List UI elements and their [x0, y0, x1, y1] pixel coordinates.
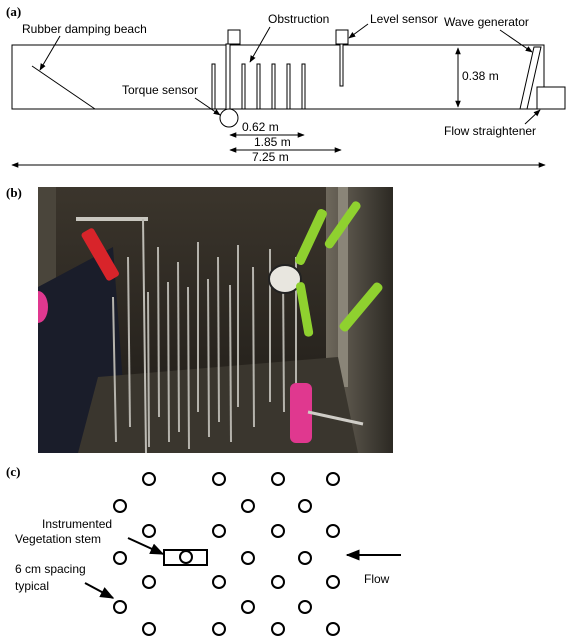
- torque-sensor-mount: [227, 29, 241, 45]
- flow-straightener-arrow: [524, 109, 541, 125]
- spacing-label-line2: typical: [15, 579, 49, 593]
- obstruction-stem: [256, 63, 261, 110]
- instrumented-stem-arrow: [127, 537, 165, 555]
- flume-length-label: 7.25 m: [252, 150, 289, 164]
- photo-red-clamp: [81, 228, 119, 281]
- stem-circle: [142, 472, 156, 486]
- stem-circle: [326, 575, 340, 589]
- depth-dimension-label: 0.38 m: [462, 69, 499, 83]
- stem-circle: [298, 499, 312, 513]
- stem-circle: [212, 575, 226, 589]
- stem-circle: [271, 622, 285, 636]
- obstruction-label: Obstruction: [268, 12, 329, 26]
- level-sensor-label: Level sensor: [370, 12, 438, 26]
- stem-circle: [212, 472, 226, 486]
- obstruction-arrow: [249, 26, 271, 63]
- stem-circle: [326, 622, 340, 636]
- photo-green-clamps: [295, 201, 383, 337]
- stem-circle: [142, 575, 156, 589]
- photo-vertical-bar: [338, 187, 348, 387]
- stem-circle: [271, 524, 285, 538]
- photo-torque-sensor: [268, 264, 302, 294]
- rubber-damping-beach-label: Rubber damping beach: [22, 22, 147, 36]
- instrumented-stem-label-line2: Vegetation stem: [15, 532, 101, 546]
- flow-straightener-box: [536, 86, 566, 110]
- obstruction-stem: [211, 63, 216, 110]
- obstruction-stem: [241, 63, 246, 110]
- panel-b-label: (b): [6, 185, 22, 200]
- flume-tank: [11, 44, 545, 110]
- stem-circle: [113, 499, 127, 513]
- obstruction-stems: [211, 63, 306, 110]
- torque-sensor-circle: [219, 108, 239, 128]
- obstruction-stem: [301, 63, 306, 110]
- stem-circle: [241, 551, 255, 565]
- level-sensor-box: [335, 29, 349, 45]
- level-sensor-probe: [339, 43, 344, 87]
- stem-circle: [271, 472, 285, 486]
- instrumented-stem-box: [163, 549, 208, 566]
- stem-circle: [326, 472, 340, 486]
- stem-circle: [113, 551, 127, 565]
- photo-pink-clamp: [290, 383, 364, 443]
- flow-label: Flow: [364, 572, 390, 586]
- wave-generator-paddle: [519, 46, 542, 110]
- photo-pink-clamp-left: [38, 291, 48, 323]
- stem-circle: [298, 600, 312, 614]
- stem-circle: [241, 499, 255, 513]
- obstruction-stem: [286, 63, 291, 110]
- stem-circle: [142, 622, 156, 636]
- flume-photograph: [38, 187, 393, 453]
- level-sensor-arrow: [348, 23, 369, 39]
- panel-c-label: (c): [6, 464, 20, 479]
- spacing-label-line1: 6 cm spacing: [15, 562, 86, 576]
- stem-circle: [298, 551, 312, 565]
- obstruction-stem: [271, 63, 276, 110]
- flow-straightener-label: Flow straightener: [444, 124, 536, 138]
- stem-circle: [113, 600, 127, 614]
- stem-circle: [212, 524, 226, 538]
- sensor-distance-label: 1.85 m: [254, 135, 291, 149]
- stem-array: [113, 472, 340, 636]
- torque-sensor-label: Torque sensor: [122, 83, 198, 97]
- stem-circle: [142, 524, 156, 538]
- rubber-damping-beach-arrow: [39, 35, 61, 71]
- instrumented-stem-circle: [179, 550, 193, 564]
- stem-circle: [212, 622, 226, 636]
- damping-beach-slope: [31, 65, 96, 110]
- panel-a-label: (a): [6, 4, 21, 19]
- photo-frame-wire: [142, 218, 147, 453]
- stem-circle: [241, 600, 255, 614]
- torque-sensor-arrow: [194, 97, 221, 116]
- wave-generator-arrow: [499, 29, 533, 53]
- stem-circle: [326, 524, 340, 538]
- instrumented-stem-label-line1: Instrumented: [42, 517, 112, 531]
- stem-circle: [271, 575, 285, 589]
- spacing-arrow: [84, 582, 115, 599]
- photo-illustration: [38, 187, 393, 453]
- stem-spacing-label: 0.62 m: [242, 120, 279, 134]
- wave-generator-label: Wave generator: [444, 15, 529, 29]
